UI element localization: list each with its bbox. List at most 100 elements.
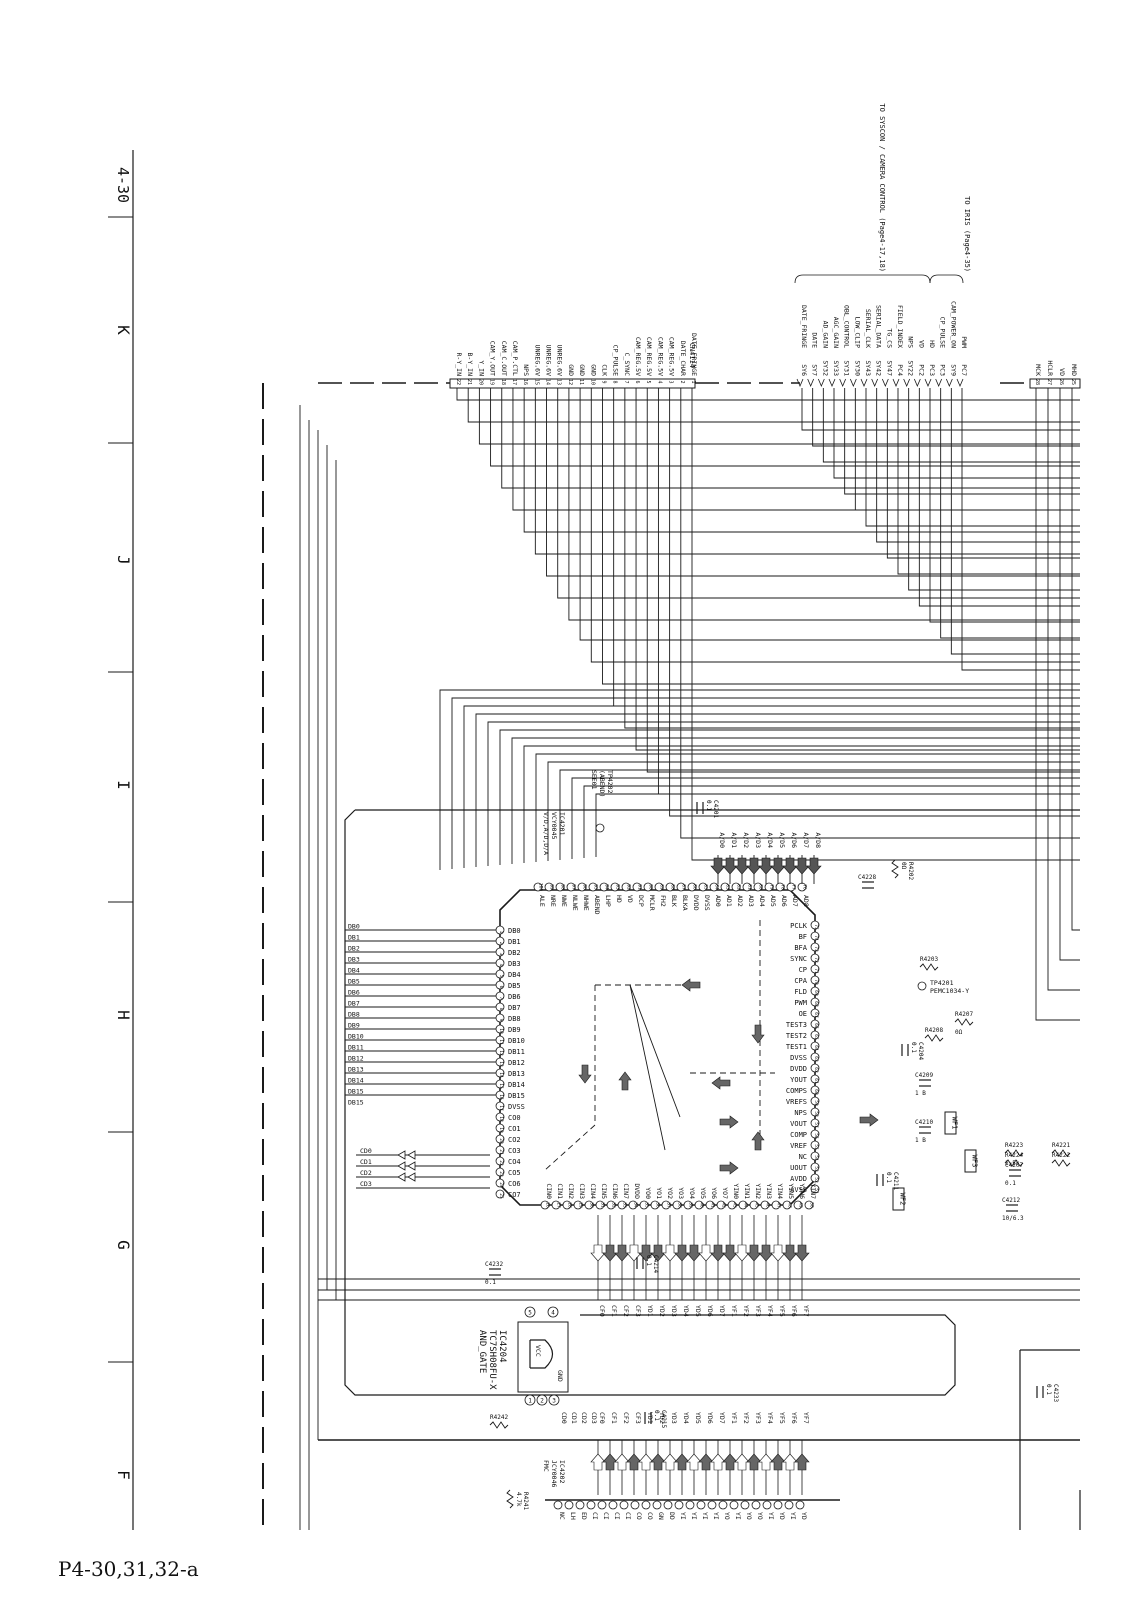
ic-pin [810, 1052, 820, 1062]
ic-pin-number: 14 [498, 1072, 504, 1078]
ic-pin-number: 8 [498, 1008, 504, 1011]
ic-pin-number: 97 [571, 884, 577, 890]
ic-pin [804, 1200, 814, 1210]
syscon-wire [961, 388, 1080, 671]
ic-pin [810, 1184, 820, 1194]
ic-pin-number: 86 [692, 884, 698, 890]
bottom-bus-label: CF2 [622, 1305, 630, 1317]
cn-pin-number: 14 [545, 379, 551, 385]
ic-pin-number: 36 [655, 1202, 661, 1208]
ic-pin-label: DVSS [790, 1054, 807, 1062]
to-iris-label: TO IRIS (Page4-35) [963, 196, 971, 272]
ad-arrow [770, 857, 786, 875]
syscon-connector: SY6DATE_FRINGESY7DATESY32AD_GAINSY33AGC_… [794, 103, 1078, 388]
ic-pin [810, 1041, 820, 1051]
grid-letter: H [114, 1010, 133, 1020]
cn-wire [512, 388, 1080, 511]
ic-pin-label: DVDD [790, 1065, 807, 1073]
cn-pin-number: 6 [634, 380, 640, 383]
syscon-wire [854, 388, 1080, 511]
cn-pin-label: UNREG.6V [533, 345, 541, 376]
ic-pin-label: DB11 [508, 1048, 525, 1056]
ic-pin [584, 1200, 594, 1210]
bus-wire [499, 729, 1080, 865]
ic-pin-label: CO3 [508, 1147, 521, 1155]
db-bus-label: DB6 [348, 989, 360, 997]
component-ref: R4208 [925, 1027, 943, 1034]
resistor-zigzag [954, 1018, 974, 1026]
ad-arrow [722, 857, 738, 875]
ic4202-pin [762, 1500, 772, 1510]
cn-pin-label: C_SYNC [623, 353, 631, 377]
ic-pin-number: 23 [498, 1171, 504, 1177]
component-value: 0.1 [645, 1255, 652, 1266]
syscon-signal: CP_PULSE [939, 317, 947, 348]
cd-bus-label: CD3 [360, 1180, 372, 1188]
ic4202-pin-label: CI [602, 1512, 610, 1520]
cn-pin-number: 11 [578, 379, 584, 385]
bottom-bus-label: YF4 [766, 1305, 774, 1317]
signal-arrow [681, 978, 701, 992]
ic-pin-number: 58 [813, 1111, 819, 1117]
cn-pin-label: CAM_P.CTL [511, 341, 519, 376]
resistor-zigzag [891, 859, 899, 879]
cn-pin-label: UNREG.6V [556, 345, 564, 376]
db-bus-label: DB15 [348, 1088, 364, 1096]
ic-pin [810, 997, 820, 1007]
ic-pin-label: DB14 [508, 1081, 525, 1089]
ic-pin-label: DB3 [508, 960, 521, 968]
ic-pin [810, 1118, 820, 1128]
right-conn-wire [1035, 388, 1080, 1021]
cn-wire [680, 388, 1080, 839]
component: R4242 [489, 1414, 508, 1429]
component-ref: C4210 [915, 1119, 933, 1126]
ic-pin-label: CO0 [508, 1114, 521, 1122]
ic-pin [495, 1101, 505, 1111]
bus-arrow [746, 1244, 762, 1262]
ic-pin-label: YIN4 [776, 1183, 784, 1199]
ic4202-pin [586, 1500, 596, 1510]
bottom-bus-label: YD7 [718, 1305, 726, 1317]
bus-arrow [614, 1453, 630, 1471]
ic4204-gnd: GND [556, 1370, 564, 1382]
ic4202-pin-label: YI [767, 1512, 775, 1520]
cn-pin-label: UNREG.6V [545, 345, 553, 376]
bus-arrow [734, 1244, 750, 1262]
ic-pin-number: 30 [589, 1202, 595, 1208]
ic-pin [810, 1074, 820, 1084]
ic-pin-label: AVSS [790, 1186, 807, 1194]
ic-pin [810, 942, 820, 952]
ic4202-pin [564, 1500, 574, 1510]
right-conn-pin: 27 [1046, 379, 1052, 385]
ic-pin [731, 882, 741, 892]
ic-pin-label: SYNC [790, 955, 807, 963]
ic4204-pin-number: 1 [528, 1398, 532, 1405]
ic4204-pin [547, 1306, 559, 1318]
ic-pin-label: PWM [794, 999, 807, 1007]
syscon-signal: HD [928, 340, 936, 348]
ic4202-pin [751, 1500, 761, 1510]
ic-pin-number: 91 [637, 884, 643, 890]
ic4202-ref: IC4202 [558, 1460, 566, 1484]
syscon-ref: SY31 [843, 360, 851, 376]
ic-pin-label: TEST2 [786, 1032, 807, 1040]
db-bus-label: DB5 [348, 978, 360, 986]
ic-pin-number: 83 [725, 884, 731, 890]
ic-pin-label: FH2 [659, 895, 667, 907]
ic4204-pin-number: 2 [540, 1398, 544, 1405]
bottom-bus-label: YD7 [718, 1412, 726, 1424]
ic-pin-number: 31 [600, 1202, 606, 1208]
bus-arrow [590, 1453, 606, 1471]
ic-pin-label: CIN4 [589, 1183, 597, 1199]
component-ref: C4204 [917, 1042, 924, 1060]
ic4204-pin-number: 5 [528, 1310, 532, 1317]
ic-pin-number: 99 [549, 884, 555, 890]
ic4202-pin-label: YO [745, 1512, 753, 1520]
bus-arrow [686, 1244, 702, 1262]
ic-pin [551, 1200, 561, 1210]
grid-letter: G [114, 1240, 133, 1250]
cn-pin-number: 2 [679, 380, 685, 383]
